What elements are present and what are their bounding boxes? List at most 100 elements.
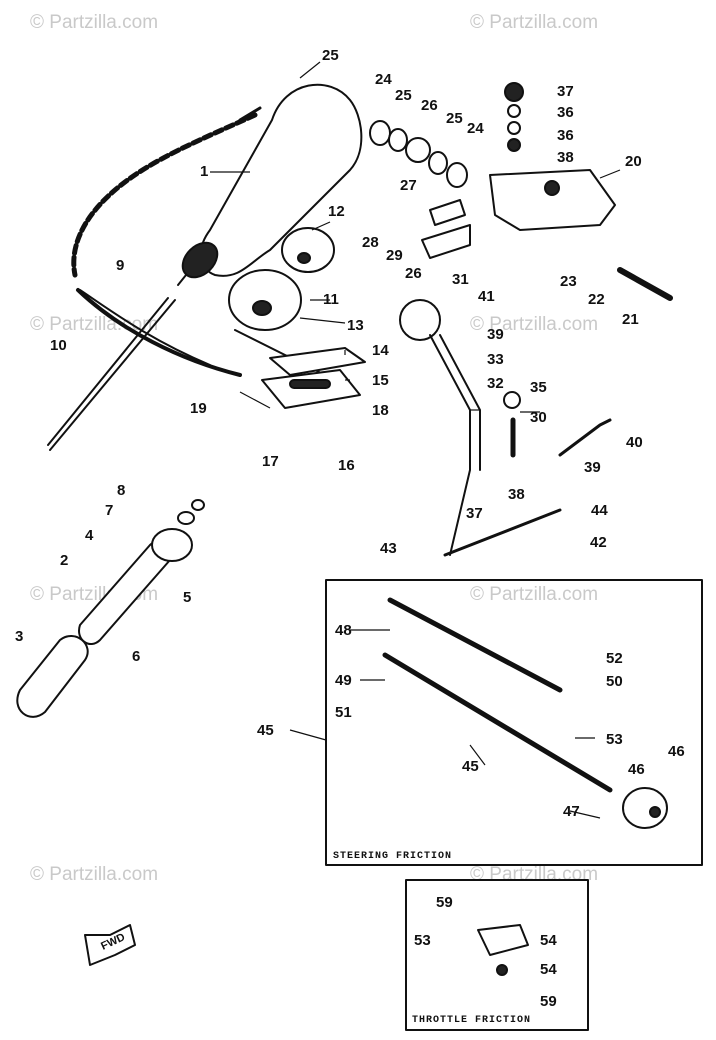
callout-6: 6 — [132, 648, 140, 665]
callout-labels: 25 1 12 11 13 14 15 18 19 17 16 9 10 8 7… — [15, 47, 685, 1010]
watermark: © Partzilla.com — [30, 314, 158, 335]
plate-slot — [289, 379, 331, 389]
callout-5: 5 — [183, 589, 191, 606]
callout-42: 38 — [508, 486, 525, 503]
washer-37 — [507, 104, 521, 118]
callout-55: 53 — [606, 731, 623, 748]
pin-8 — [191, 499, 205, 511]
steering-friction-label: STEERING FRICTION — [333, 851, 452, 862]
callout-26: 26 — [421, 97, 438, 114]
callout-40: 38 — [557, 149, 574, 166]
callout-8: 8 — [117, 482, 125, 499]
callout-59: 59 — [436, 894, 453, 911]
callout-22: 22 — [588, 291, 605, 308]
watermark: © Partzilla.com — [470, 864, 598, 885]
washer-36 — [507, 121, 521, 135]
callout-30: 28 — [362, 234, 379, 251]
friction-rod-top — [387, 597, 563, 693]
rod-41 — [443, 508, 562, 557]
callout-35: 33 — [487, 351, 504, 368]
rod-43 — [558, 418, 612, 457]
callout-53b: 50 — [606, 673, 623, 690]
cable-lower — [76, 288, 242, 377]
lever-29 — [429, 199, 466, 226]
callout-54: 51 — [335, 704, 352, 721]
throttle-friction-box — [405, 879, 589, 1031]
callout-46b: 43 — [380, 540, 397, 557]
knob-33 — [399, 299, 441, 341]
callout-25b: 25 — [446, 110, 463, 127]
handle-grip-end — [181, 241, 219, 279]
parts-artwork — [16, 82, 703, 1031]
steering-handle — [200, 83, 363, 277]
callout-58: 54 — [540, 961, 557, 978]
fwd-arrow-icon — [84, 924, 136, 966]
bracket-20 — [489, 169, 616, 231]
callout-24: 24 — [375, 71, 392, 88]
callout-23: 23 — [560, 273, 577, 290]
callout-27: 25 — [322, 47, 339, 64]
washer — [446, 162, 468, 188]
steering-friction-box — [325, 579, 703, 866]
link-rod — [429, 334, 471, 556]
bracket-bolt-21 — [617, 267, 673, 301]
callout-28: 26 — [405, 265, 422, 282]
washer — [405, 137, 431, 163]
callout-56: 53 — [414, 932, 431, 949]
lever-28 — [421, 224, 471, 259]
callout-9: 9 — [116, 257, 124, 274]
watermark: © Partzilla.com — [470, 584, 598, 605]
link-rod-2 — [439, 334, 481, 471]
callout-52: 48 — [335, 622, 352, 639]
callout-47: 45 — [257, 722, 274, 739]
callout-4: 4 — [85, 527, 94, 544]
callout-29: 27 — [400, 177, 417, 194]
watermark: © Partzilla.com — [470, 12, 598, 33]
handle-lower — [177, 274, 187, 286]
callout-37: 36 — [557, 104, 574, 121]
callout-13: 13 — [347, 317, 364, 334]
callout-11: 11 — [323, 291, 339, 308]
callout-41: 37 — [466, 505, 483, 522]
watermark: © Partzilla.com — [470, 314, 598, 335]
callout-32: 30 — [530, 409, 547, 426]
nut-38 — [504, 82, 524, 102]
callout-14: 14 — [372, 342, 389, 359]
bracket-hole — [544, 180, 560, 196]
callout-39: 39 — [487, 326, 504, 343]
callout-31: 29 — [386, 247, 403, 264]
callout-45: 41 — [478, 288, 495, 305]
throttle-cable-end — [238, 106, 262, 122]
callout-15: 15 — [372, 372, 389, 389]
throttle-friction-label: THROTTLE FRICTION — [412, 1015, 531, 1026]
washer — [369, 120, 391, 146]
callout-48: 45 — [462, 758, 479, 775]
control-rod-2 — [47, 297, 169, 446]
callout-36: 35 — [530, 379, 547, 396]
callout-19: 19 — [190, 400, 207, 417]
leader-lines — [210, 61, 621, 819]
pulley-13 — [228, 269, 302, 331]
callout-38: 37 — [557, 83, 574, 100]
callout-20: 20 — [625, 153, 642, 170]
watermark: © Partzilla.com — [30, 12, 158, 33]
control-rod — [49, 299, 176, 451]
grip-end-3 — [16, 634, 89, 718]
callout-1: 1 — [200, 163, 208, 180]
throttle-plate-57 — [477, 924, 529, 956]
callout-3: 3 — [15, 628, 23, 645]
callout-51: 47 — [563, 803, 580, 820]
callout-43: 39 — [584, 459, 601, 476]
callout-7: 7 — [105, 502, 113, 519]
callout-45b: 42 — [590, 534, 607, 551]
callout-12: 12 — [328, 203, 345, 220]
collar-4 — [151, 528, 193, 562]
callout-16: 16 — [338, 457, 355, 474]
nut-36 — [503, 391, 521, 409]
callout-24b: 24 — [467, 120, 484, 137]
callout-18: 18 — [372, 402, 389, 419]
collar-7 — [177, 511, 195, 525]
friction-clamp-49 — [622, 787, 668, 829]
callout-36b: 36 — [557, 127, 574, 144]
